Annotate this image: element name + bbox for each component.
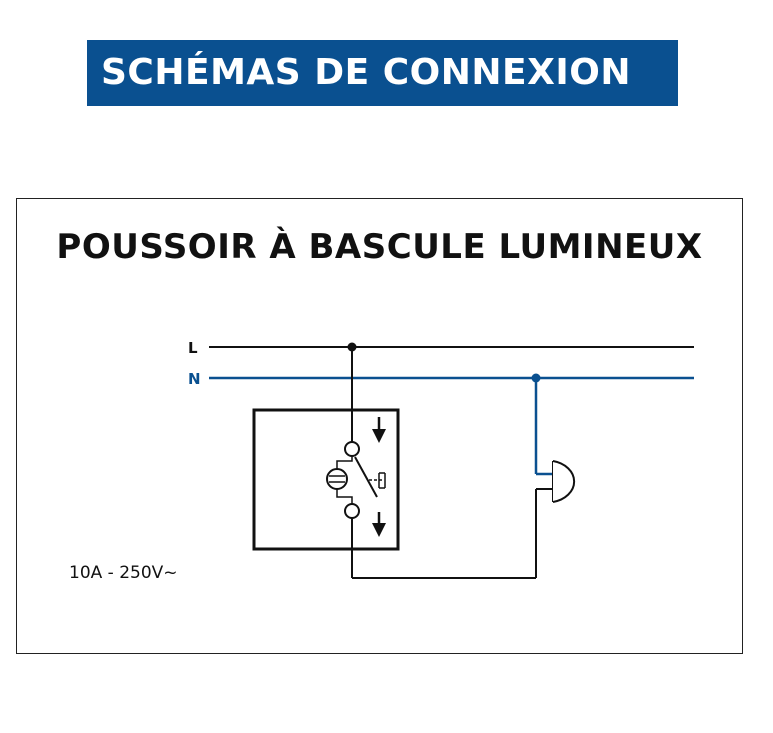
down-arrow-bottom-icon <box>372 512 386 537</box>
switch-terminal-top <box>344 441 360 457</box>
switch-box <box>252 408 400 551</box>
rating-label: 10A - 250V~ <box>69 563 178 583</box>
bell-icon <box>552 460 576 503</box>
push-button-icon <box>378 472 386 489</box>
banner-title: SCHÉMAS DE CONNEXION <box>101 52 631 93</box>
lamp-wire-bottom <box>336 489 353 504</box>
switch-lever <box>354 456 378 498</box>
switch-terminal-bottom <box>344 503 360 519</box>
page-banner: SCHÉMAS DE CONNEXION <box>87 40 678 106</box>
lamp-wire-top <box>336 456 353 469</box>
wiring-diagram: L N <box>188 339 694 579</box>
diagram-frame: POUSSOIR À BASCULE LUMINEUX L N <box>16 198 743 654</box>
indicator-lamp-icon <box>326 468 348 490</box>
neutral-label: N <box>188 370 201 388</box>
phase-label: L <box>188 339 198 357</box>
down-arrow-top-icon <box>372 417 386 443</box>
diagram-title: POUSSOIR À BASCULE LUMINEUX <box>56 227 703 267</box>
